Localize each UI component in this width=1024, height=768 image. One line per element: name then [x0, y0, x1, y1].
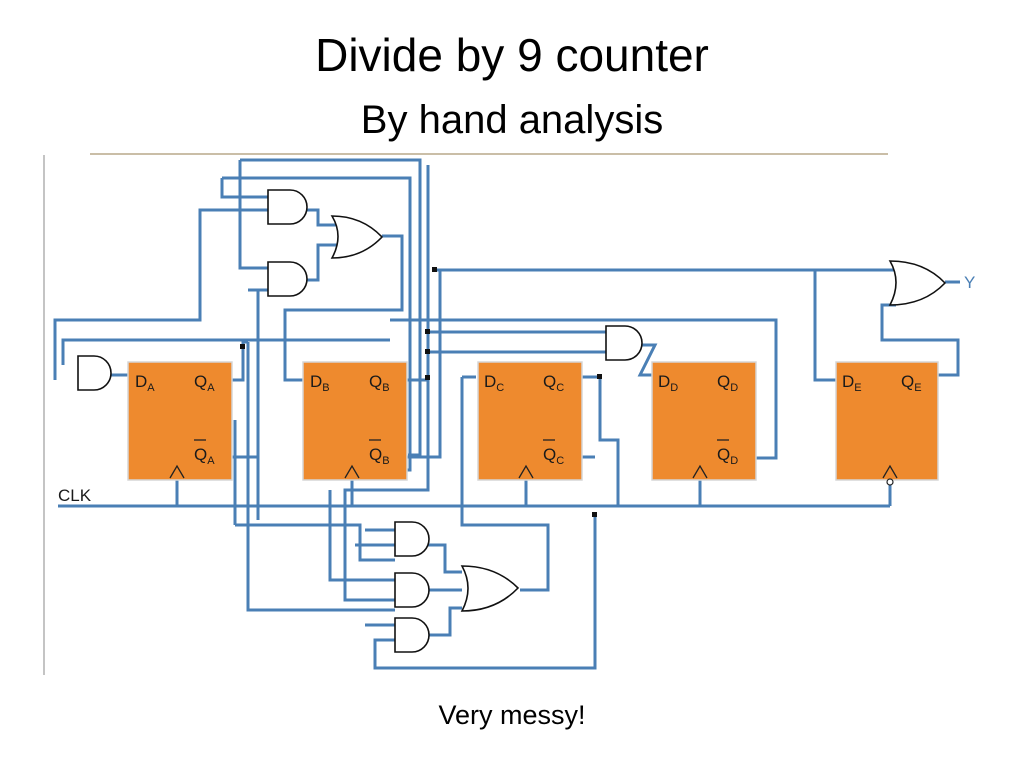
and-gate	[77, 355, 112, 391]
slide-title: Divide by 9 counter	[315, 29, 709, 81]
clock-label: CLK	[58, 486, 92, 505]
or-gate	[888, 260, 947, 306]
and-gate	[605, 325, 643, 361]
and-gate	[267, 261, 308, 297]
slide-caption: Very messy!	[438, 700, 586, 730]
flip-flop-d: DD QD QD	[651, 361, 757, 481]
wires	[53, 158, 960, 670]
flip-flop-a: DA QA QA	[127, 361, 233, 481]
junctions	[240, 267, 602, 517]
and-gate	[394, 617, 430, 653]
ff-a-d-sub: A	[147, 382, 155, 394]
and-gate	[394, 521, 430, 557]
slide-subtitle: By hand analysis	[360, 98, 664, 142]
logic-gates	[77, 189, 947, 653]
flip-flop-b: DB QB QB	[302, 361, 408, 481]
and-gate	[267, 189, 308, 225]
and-gate	[394, 572, 430, 608]
output-label: Y	[964, 273, 975, 292]
or-gate	[330, 215, 384, 259]
flip-flop-e: DE QE	[835, 361, 939, 486]
or-gate	[460, 565, 520, 612]
flip-flop-c: DC QC QC	[477, 361, 583, 481]
